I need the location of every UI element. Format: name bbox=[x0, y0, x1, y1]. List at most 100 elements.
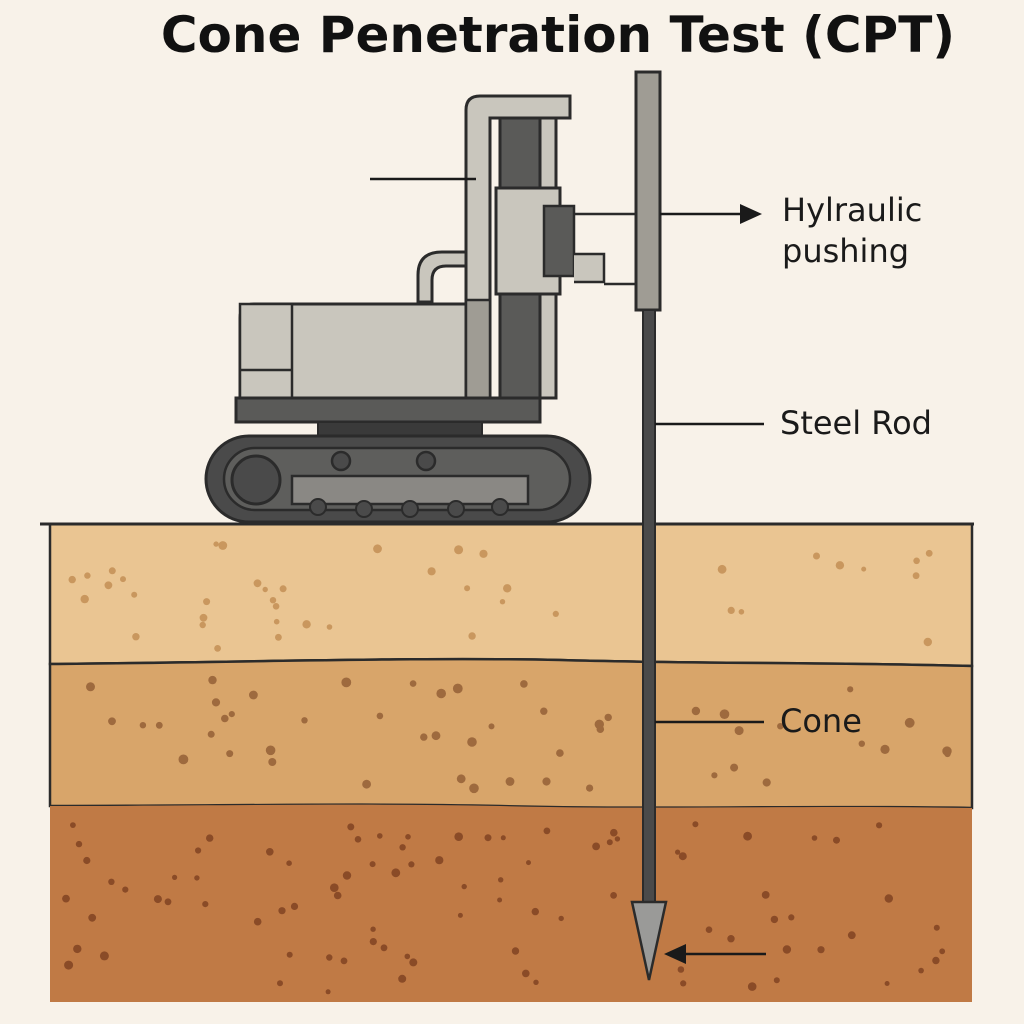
soil-speckle bbox=[341, 677, 352, 688]
soil-speckle bbox=[884, 894, 893, 903]
soil-speckle bbox=[511, 947, 520, 955]
soil-speckle bbox=[461, 883, 467, 890]
soil-speckle bbox=[835, 561, 845, 570]
soil-speckle bbox=[500, 835, 506, 841]
soil-speckle bbox=[290, 902, 299, 911]
steel-rod-label: Steel Rod bbox=[780, 404, 932, 442]
soil-speckle bbox=[436, 688, 447, 699]
soil-speckle bbox=[340, 957, 348, 965]
soil-speckle bbox=[376, 712, 384, 720]
track-frame-bar bbox=[290, 474, 530, 506]
soil-speckle bbox=[302, 620, 311, 629]
track-rollers-bottom bbox=[309, 498, 509, 518]
soil-speckle bbox=[207, 730, 215, 738]
soil-speckle bbox=[556, 749, 564, 757]
machine-deck bbox=[234, 396, 542, 424]
soil-speckle bbox=[75, 840, 83, 848]
soil-speckle bbox=[427, 567, 436, 576]
soil-speckle bbox=[762, 778, 771, 787]
soil-speckle bbox=[498, 877, 504, 883]
soil-speckle bbox=[542, 777, 551, 786]
soil-speckle bbox=[747, 982, 757, 991]
soil-speckle bbox=[691, 706, 701, 716]
soil-speckle bbox=[918, 967, 924, 974]
soil-speckle bbox=[325, 989, 331, 995]
soil-speckle bbox=[99, 951, 109, 961]
soil-speckle bbox=[594, 719, 604, 729]
soil-speckle bbox=[369, 938, 377, 946]
soil-speckle bbox=[457, 912, 463, 918]
soil-speckle bbox=[933, 924, 940, 931]
soil-speckle bbox=[88, 913, 97, 922]
soil-speckle bbox=[711, 772, 718, 779]
soil-speckle bbox=[268, 758, 277, 766]
soil-speckle bbox=[68, 575, 76, 584]
soil-speckle bbox=[326, 624, 333, 630]
soil-speckle bbox=[586, 784, 594, 792]
soil-speckle bbox=[409, 680, 417, 687]
soil-speckle bbox=[692, 821, 699, 828]
soil-speckle bbox=[558, 915, 564, 922]
soil-speckle bbox=[218, 541, 228, 550]
soil-speckle bbox=[155, 721, 163, 729]
soil-speckle bbox=[719, 709, 730, 719]
soil-speckle bbox=[131, 591, 138, 598]
pusher-bracket bbox=[574, 252, 606, 284]
mast-base-block bbox=[464, 298, 492, 400]
soil-layers bbox=[40, 522, 974, 1002]
hydraulic-hose bbox=[416, 250, 468, 304]
soil-speckle bbox=[108, 717, 116, 726]
soil-speckle bbox=[469, 783, 479, 794]
soil-speckle bbox=[788, 914, 795, 921]
soil-speckle bbox=[86, 682, 95, 692]
soil-speckle bbox=[610, 828, 618, 837]
pusher-clamp bbox=[542, 204, 576, 278]
soil-speckle bbox=[552, 610, 559, 618]
soil-speckle bbox=[884, 981, 890, 986]
soil-speckle bbox=[520, 680, 528, 688]
arrow-right-icon bbox=[740, 204, 762, 224]
soil-speckle bbox=[377, 833, 383, 839]
soil-speckle bbox=[279, 585, 287, 593]
soil-speckle bbox=[677, 966, 685, 973]
soil-speckle bbox=[743, 831, 752, 841]
soil-speckle bbox=[83, 856, 91, 865]
soil-speckle bbox=[301, 717, 308, 724]
soil-speckle bbox=[912, 572, 920, 580]
soil-speckle bbox=[454, 832, 464, 841]
soil-speckle bbox=[153, 895, 162, 904]
soil-layer-bottom bbox=[50, 804, 972, 1002]
soil-speckle bbox=[408, 861, 415, 868]
soil-speckle bbox=[272, 603, 280, 610]
soil-speckle bbox=[62, 894, 70, 903]
soil-speckle bbox=[164, 898, 172, 906]
soil-speckle bbox=[738, 609, 745, 615]
soil-speckle bbox=[373, 544, 382, 554]
soil-speckle bbox=[773, 977, 780, 984]
soil-speckle bbox=[172, 874, 178, 881]
soil-speckle bbox=[199, 613, 208, 622]
soil-speckle bbox=[420, 733, 428, 741]
soil-speckle bbox=[208, 675, 217, 685]
soil-speckle bbox=[278, 907, 286, 915]
cone-tip bbox=[630, 900, 668, 981]
soil-speckle bbox=[330, 883, 339, 892]
soil-speckle bbox=[499, 599, 506, 605]
soil-speckle bbox=[273, 618, 280, 625]
soil-speckle bbox=[333, 891, 342, 900]
soil-speckle bbox=[262, 586, 268, 593]
soil-speckle bbox=[194, 875, 200, 881]
soil-speckle bbox=[777, 723, 784, 730]
soil-speckle bbox=[817, 946, 825, 954]
soil-speckle bbox=[813, 552, 820, 560]
soil-speckle bbox=[380, 944, 388, 952]
soil-speckle bbox=[675, 849, 681, 855]
soil-speckle bbox=[454, 545, 464, 555]
soil-speckle bbox=[880, 744, 890, 755]
soil-speckle bbox=[770, 915, 779, 924]
soil-speckle bbox=[108, 878, 115, 885]
rod-casing bbox=[634, 70, 662, 312]
soil-speckle bbox=[861, 566, 867, 572]
soil-speckle bbox=[727, 935, 735, 943]
soil-speckle bbox=[405, 834, 411, 840]
